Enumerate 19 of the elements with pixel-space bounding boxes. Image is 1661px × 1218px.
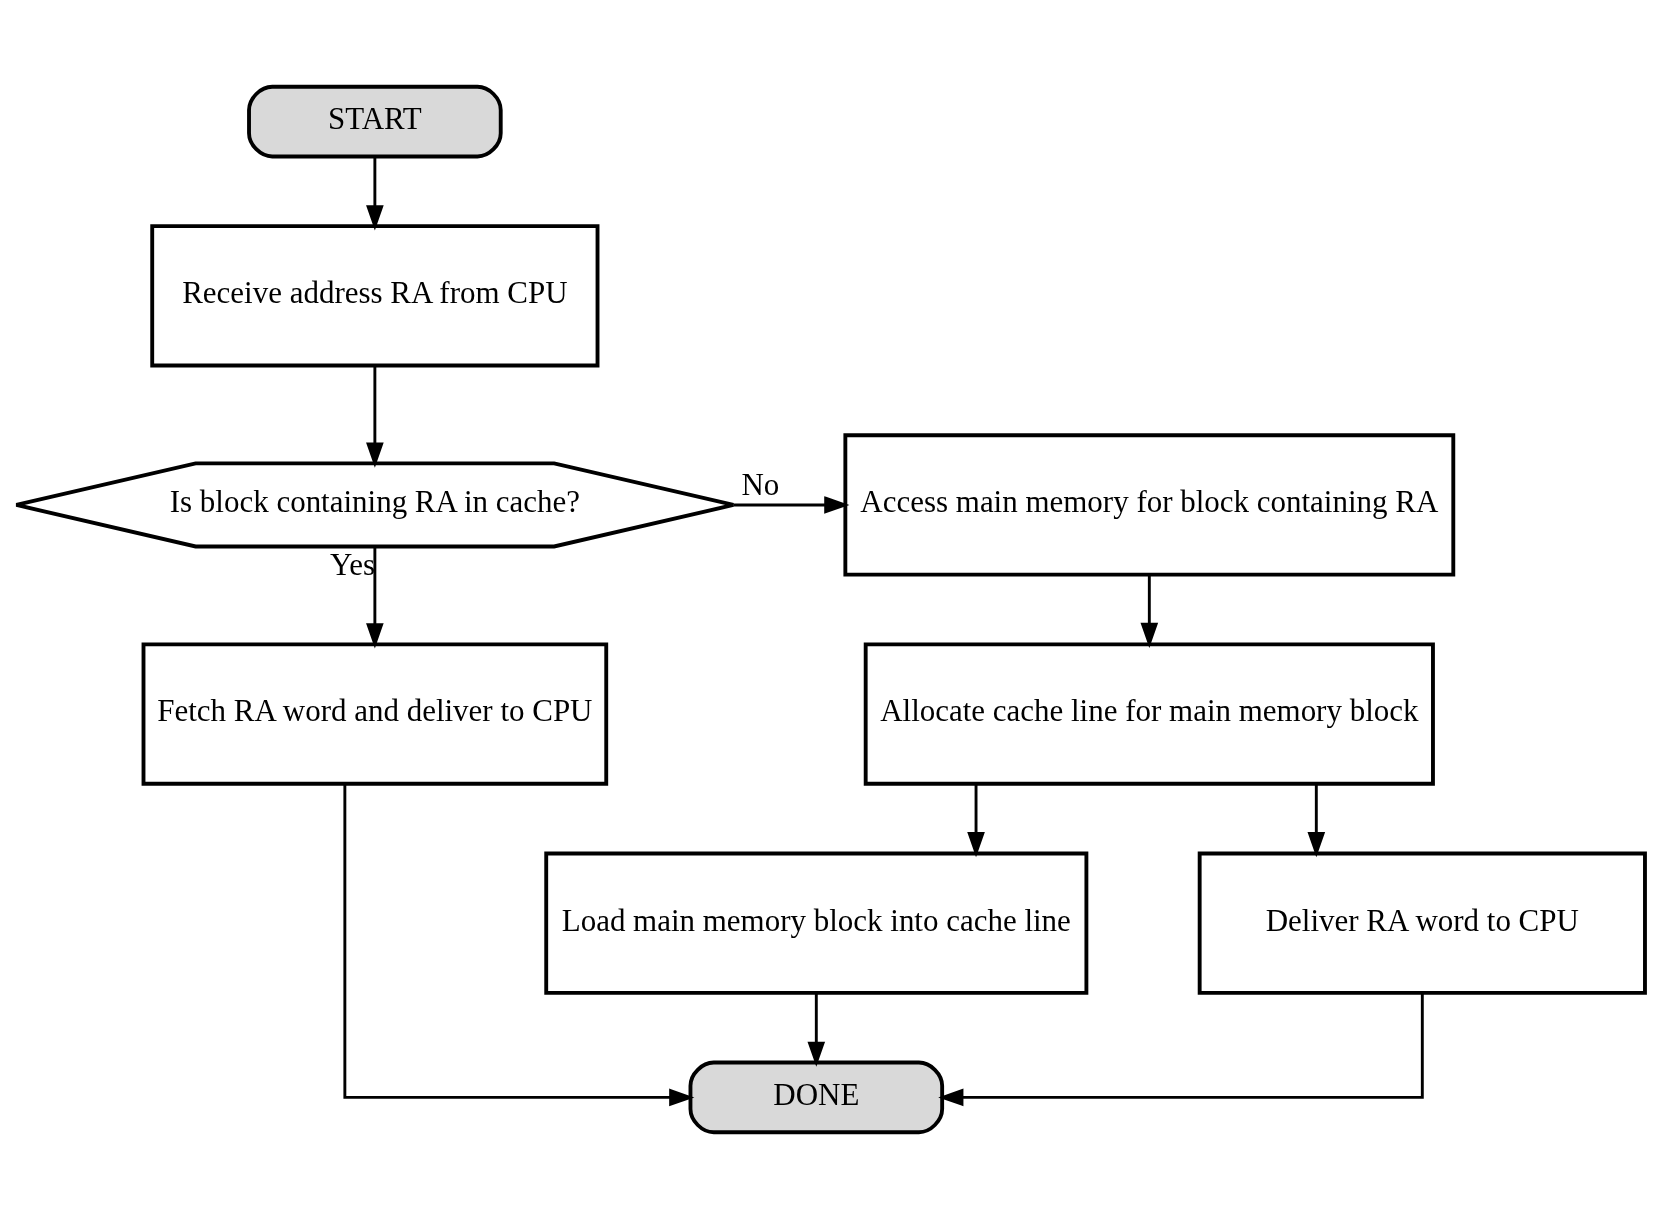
node-box: DONE <box>688 1060 945 1134</box>
node-box: Receive address RA from CPU <box>150 223 600 367</box>
arrow <box>938 992 1424 1106</box>
edge-label: No <box>741 466 780 502</box>
arrow <box>1307 783 1326 857</box>
arrow <box>733 495 850 514</box>
node-box: Load main memory block into cache line <box>544 851 1089 995</box>
arrow <box>366 545 384 648</box>
node-box: Allocate cache line for main memory block <box>863 641 1435 786</box>
node-box: START <box>247 84 503 158</box>
arrow <box>1140 574 1159 648</box>
arrow <box>807 992 826 1067</box>
arrow <box>967 783 985 857</box>
arrow <box>343 783 695 1106</box>
node-box: Access main memory for block containing RA <box>843 432 1456 577</box>
node-box: Fetch RA word and deliver to CPU <box>141 641 609 786</box>
node-box: Deliver RA word to CPU <box>1197 851 1647 995</box>
arrow <box>366 365 384 468</box>
arrow <box>366 156 384 230</box>
